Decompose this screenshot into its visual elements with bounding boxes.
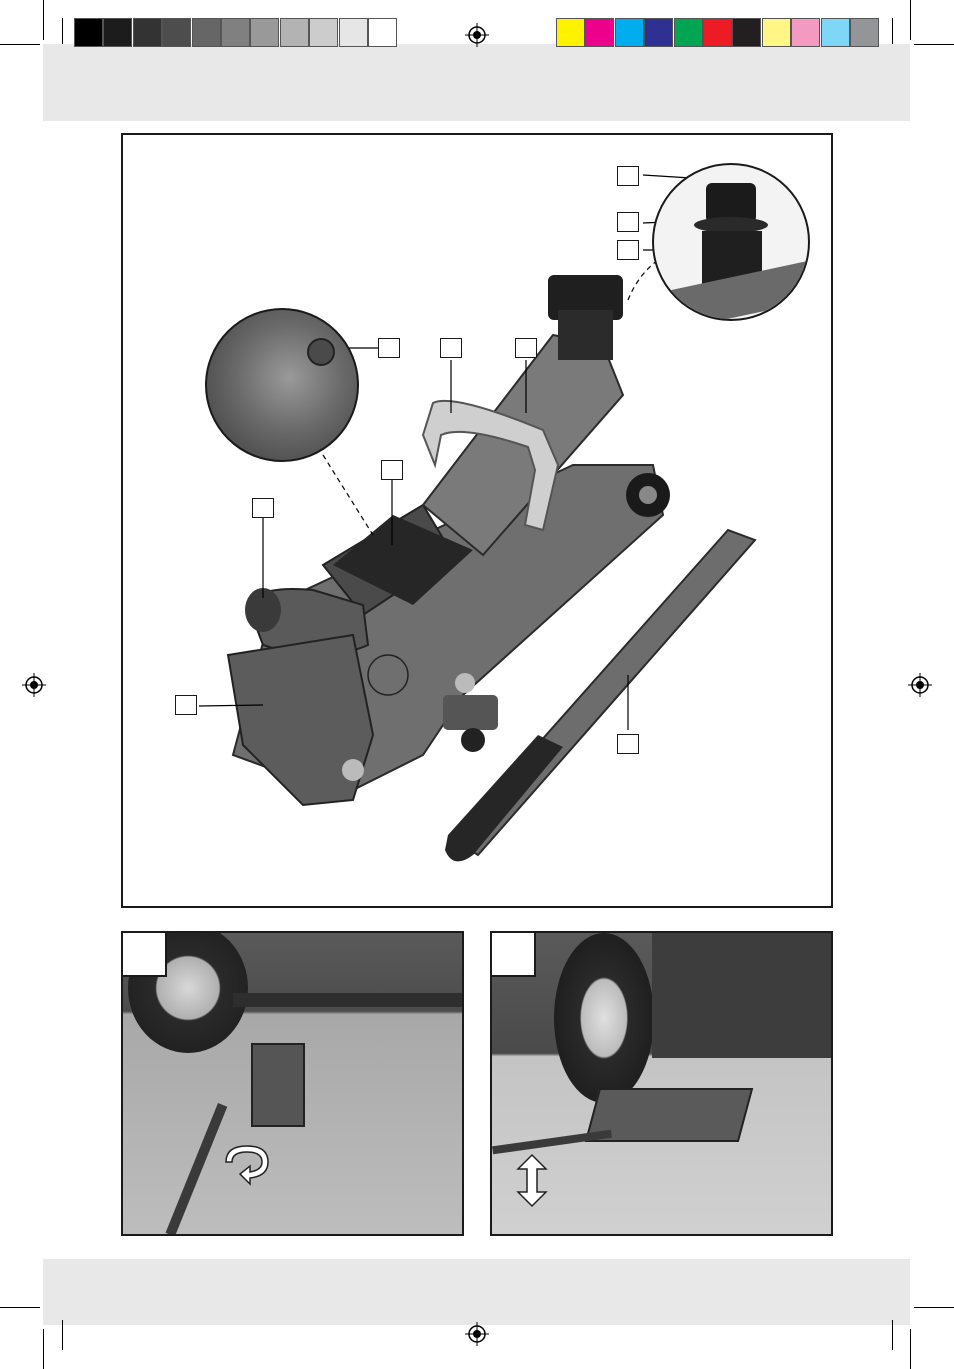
process-color-swatch	[820, 18, 850, 47]
grayscale-swatch	[191, 18, 221, 47]
process-color-swatch	[673, 18, 703, 47]
photo-lifting-vehicle	[490, 931, 833, 1236]
floor-jack-illustration	[198, 174, 757, 862]
registration-mark-right-icon	[908, 673, 932, 697]
callout-box	[175, 695, 197, 715]
process-color-swatch	[850, 18, 879, 47]
callout-box	[381, 460, 403, 480]
grayscale-swatch	[74, 18, 103, 47]
crop-mark	[914, 44, 954, 45]
process-color-swatch	[614, 18, 644, 47]
crop-mark	[0, 1307, 40, 1308]
grayscale-swatch	[250, 18, 280, 47]
jack-overview-figure	[121, 133, 833, 908]
jack-in-photo	[251, 1043, 305, 1127]
process-color-swatch	[703, 18, 732, 47]
callout-box	[617, 166, 639, 186]
crop-mark	[62, 18, 63, 44]
saddle-cap	[706, 183, 756, 223]
crop-mark	[43, 1329, 44, 1369]
car-wheel	[554, 933, 654, 1103]
grayscale-swatch	[338, 18, 368, 47]
crop-mark	[910, 0, 911, 40]
footer-band	[43, 1259, 910, 1325]
callout-box	[440, 338, 462, 358]
callout-box	[378, 338, 400, 358]
grayscale-swatch	[103, 18, 133, 47]
process-color-swatch	[644, 18, 674, 47]
registration-mark-bottom-icon	[465, 1322, 489, 1346]
process-color-swatch	[585, 18, 615, 47]
release-valve-knob	[307, 338, 335, 366]
registration-mark-left-icon	[22, 673, 46, 697]
callout-box	[252, 498, 274, 518]
callout-box	[515, 338, 537, 358]
crop-mark	[910, 1329, 911, 1369]
valve-detail-magnifier	[205, 308, 359, 462]
callout-box	[617, 734, 639, 754]
photo-operating-release-valve	[121, 931, 464, 1236]
grayscale-swatch	[162, 18, 192, 47]
process-color-swatch	[761, 18, 791, 47]
saddle-ring	[694, 217, 768, 233]
grayscale-swatch	[368, 18, 397, 47]
crop-mark	[43, 0, 44, 40]
crop-mark	[62, 1320, 63, 1350]
saddle-detail-magnifier	[652, 163, 810, 321]
grayscale-swatch	[279, 18, 309, 47]
registration-mark-top-icon	[465, 23, 489, 47]
grayscale-swatch	[132, 18, 162, 47]
figure-number-tab	[492, 933, 536, 977]
crop-mark	[0, 44, 40, 45]
callout-box	[617, 240, 639, 260]
figure-number-tab	[123, 933, 167, 977]
crop-mark	[914, 1307, 954, 1308]
process-color-swatch	[732, 18, 762, 47]
callout-box	[617, 212, 639, 232]
grayscale-swatch	[309, 18, 339, 47]
car-body	[652, 933, 831, 1058]
car-sill	[233, 993, 462, 1007]
rotate-arrow-icon	[225, 1145, 269, 1186]
grayscale-swatch	[221, 18, 250, 47]
process-color-swatch	[556, 18, 585, 47]
crop-mark	[892, 1320, 893, 1350]
up-down-arrow-icon	[516, 1153, 548, 1208]
crop-mark	[892, 18, 893, 44]
jack-handle-in-photo	[492, 1129, 612, 1155]
process-color-swatch	[791, 18, 821, 47]
header-band	[43, 44, 910, 121]
jack-handle-in-photo	[165, 1103, 228, 1234]
